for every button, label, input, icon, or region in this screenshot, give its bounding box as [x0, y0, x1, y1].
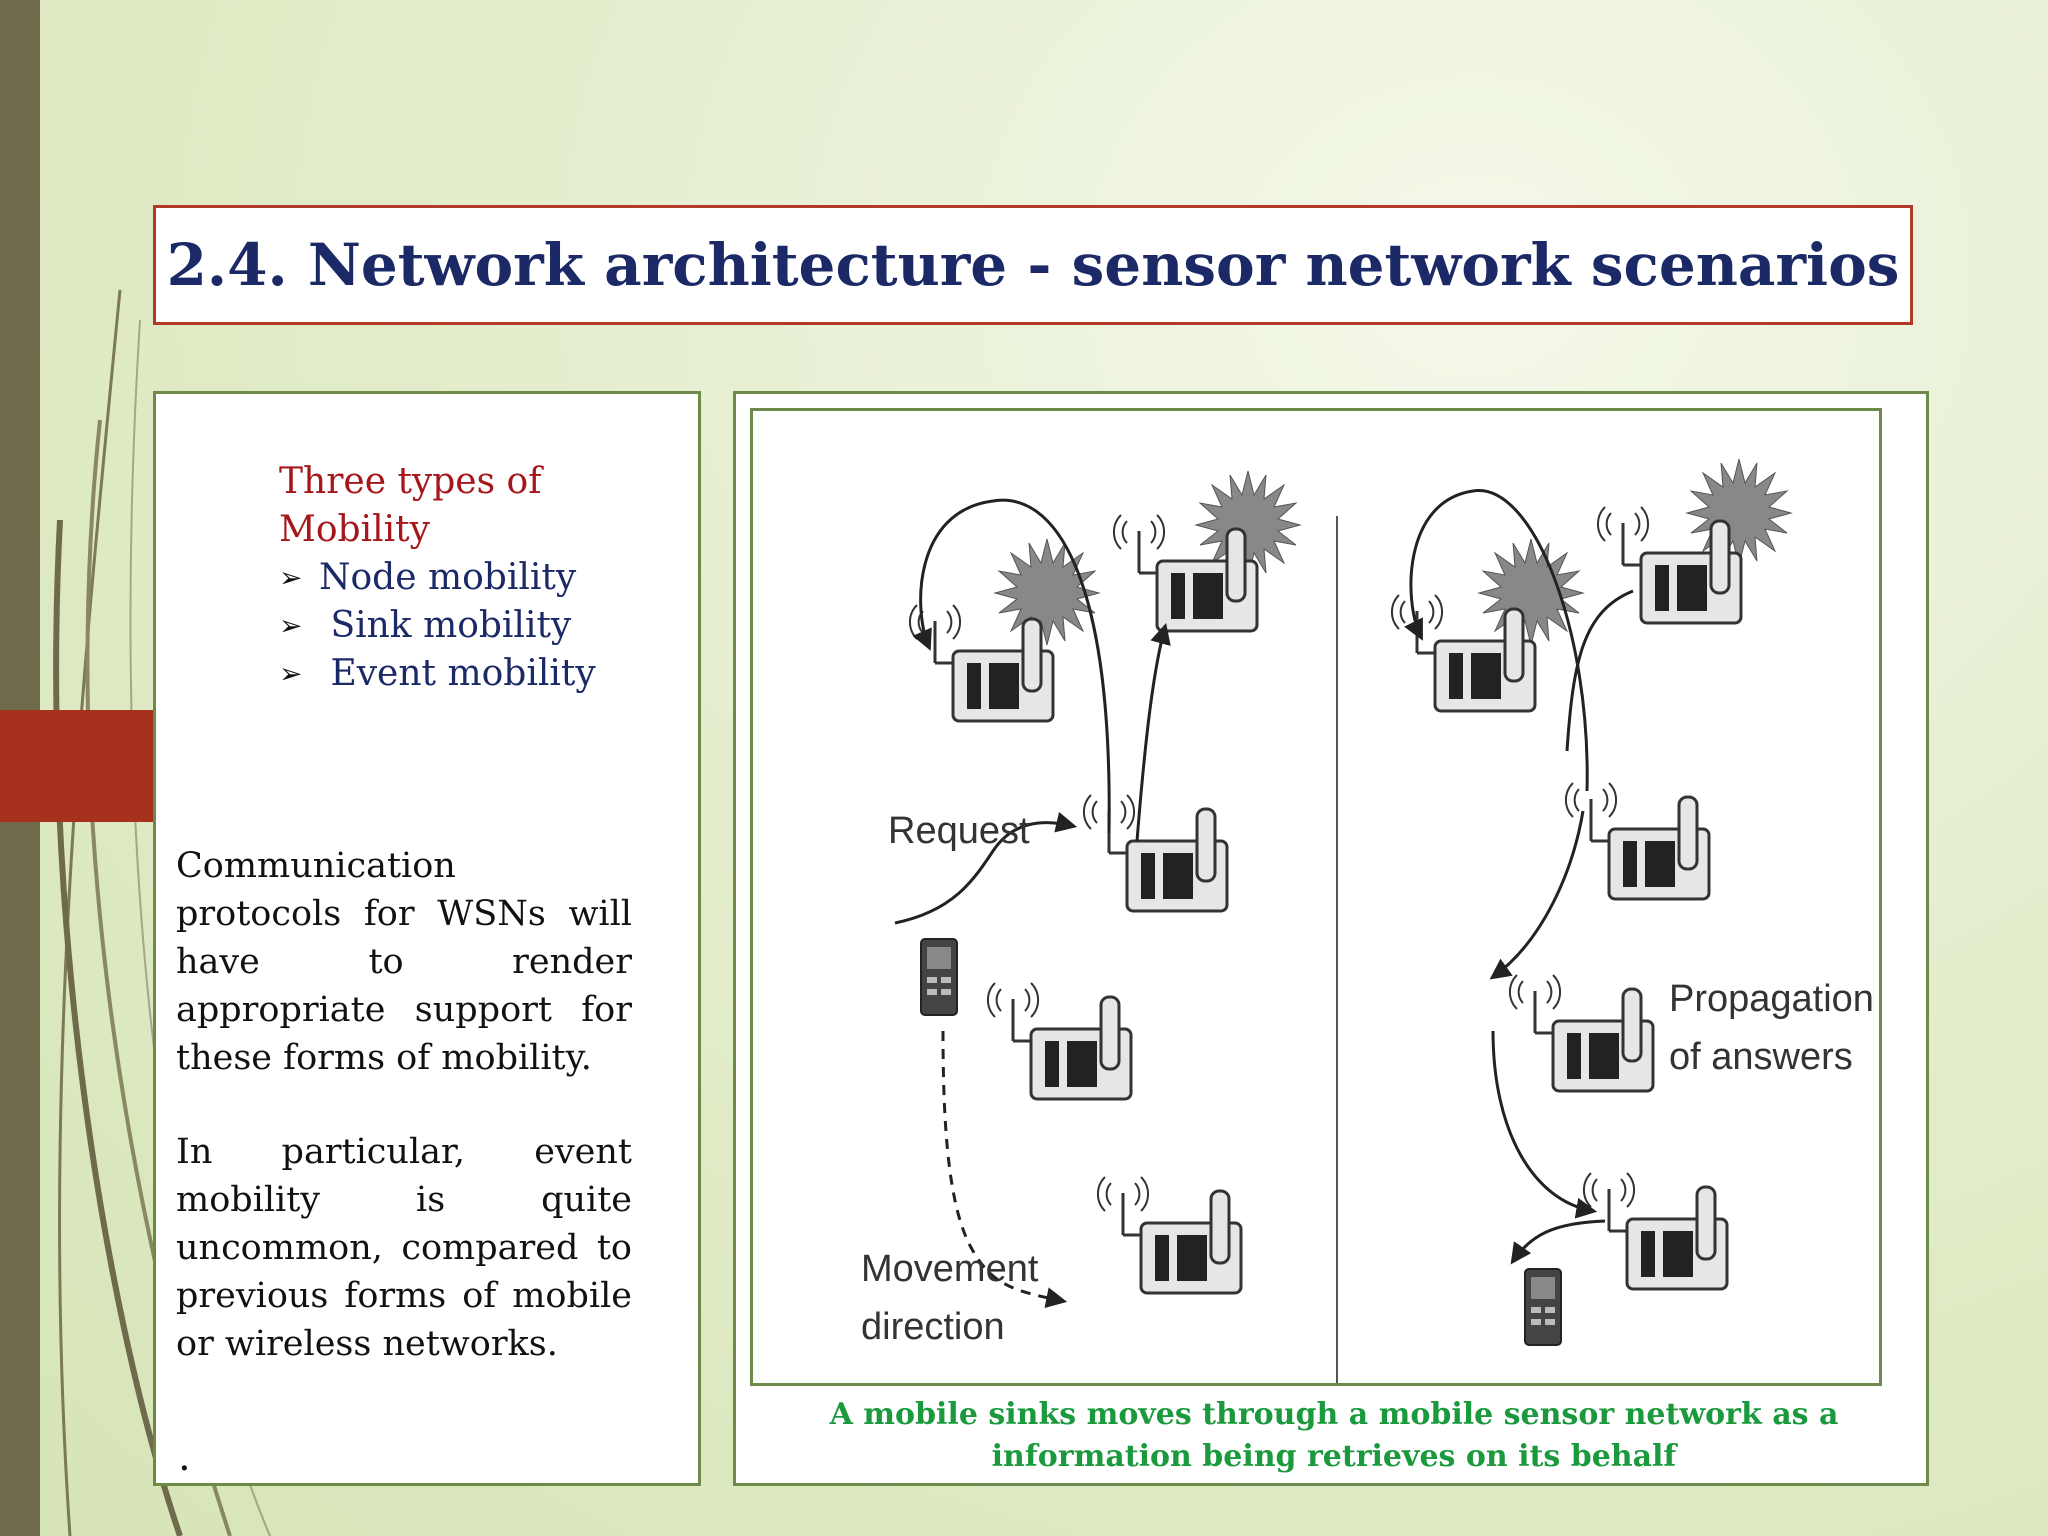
label-propagation-1: Propagation — [1669, 978, 1874, 1020]
list-item-label: Node mobility — [319, 557, 577, 598]
mobility-heading: Three types of Mobility — [279, 461, 542, 550]
caption-line-2: information being retrieves on its behal… — [991, 1439, 1677, 1474]
list-item: ➢ Event mobility — [279, 650, 596, 698]
request-link — [1135, 622, 1171, 842]
figure-caption: A mobile sinks moves through a mobile se… — [796, 1394, 1872, 1478]
caption-line-1: A mobile sinks moves through a mobile se… — [829, 1397, 1839, 1432]
list-item-label: Sink mobility — [319, 605, 572, 646]
title-box: 2.4. Network architecture - sensor netwo… — [153, 205, 1913, 325]
list-item: ➢ Sink mobility — [279, 602, 596, 650]
accent-block — [0, 710, 153, 822]
arrow-bullet-icon: ➢ — [279, 657, 303, 690]
request-arrow — [894, 811, 1078, 925]
mobile-sink-diagram: Request Movement direction Propagation o… — [861, 458, 1874, 1383]
mobility-list: ➢ Node mobility ➢ Sink mobility ➢ Event … — [279, 554, 596, 698]
slide-title: 2.4. Network architecture - sensor netwo… — [166, 231, 1900, 299]
right-figure-panel: Request Movement direction Propagation o… — [733, 391, 1929, 1486]
propagation-arrow-4 — [1491, 1030, 1598, 1219]
arrow-bullet-icon: ➢ — [279, 609, 303, 642]
list-item: ➢ Node mobility — [279, 554, 596, 602]
node-mobility-arrow — [912, 498, 1111, 834]
figure-frame: Request Movement direction Propagation o… — [750, 408, 1882, 1386]
paragraph-event-mobility: In particular, event mobility is quite u… — [176, 1132, 632, 1364]
label-movement-2: direction — [861, 1306, 1005, 1348]
arrow-bullet-icon: ➢ — [279, 561, 303, 594]
decorative-grass-lines — [53, 289, 271, 1536]
paragraph-protocols: Communication protocols for WSNs will ha… — [176, 846, 632, 1078]
propagation-arrow-2 — [1565, 589, 1634, 752]
propagation-arrow-5 — [1510, 1219, 1606, 1265]
left-text-panel: Three types of Mobility ➢ Node mobility … — [153, 391, 701, 1486]
label-request: Request — [888, 810, 1030, 852]
label-movement-1: Movement — [861, 1248, 1039, 1290]
label-propagation-2: of answers — [1669, 1036, 1853, 1078]
trailing-mark: . — [178, 1434, 191, 1480]
propagation-arrow-3 — [1489, 810, 1585, 980]
movement-arrow — [941, 1030, 1068, 1309]
list-item-label: Event mobility — [319, 653, 596, 694]
